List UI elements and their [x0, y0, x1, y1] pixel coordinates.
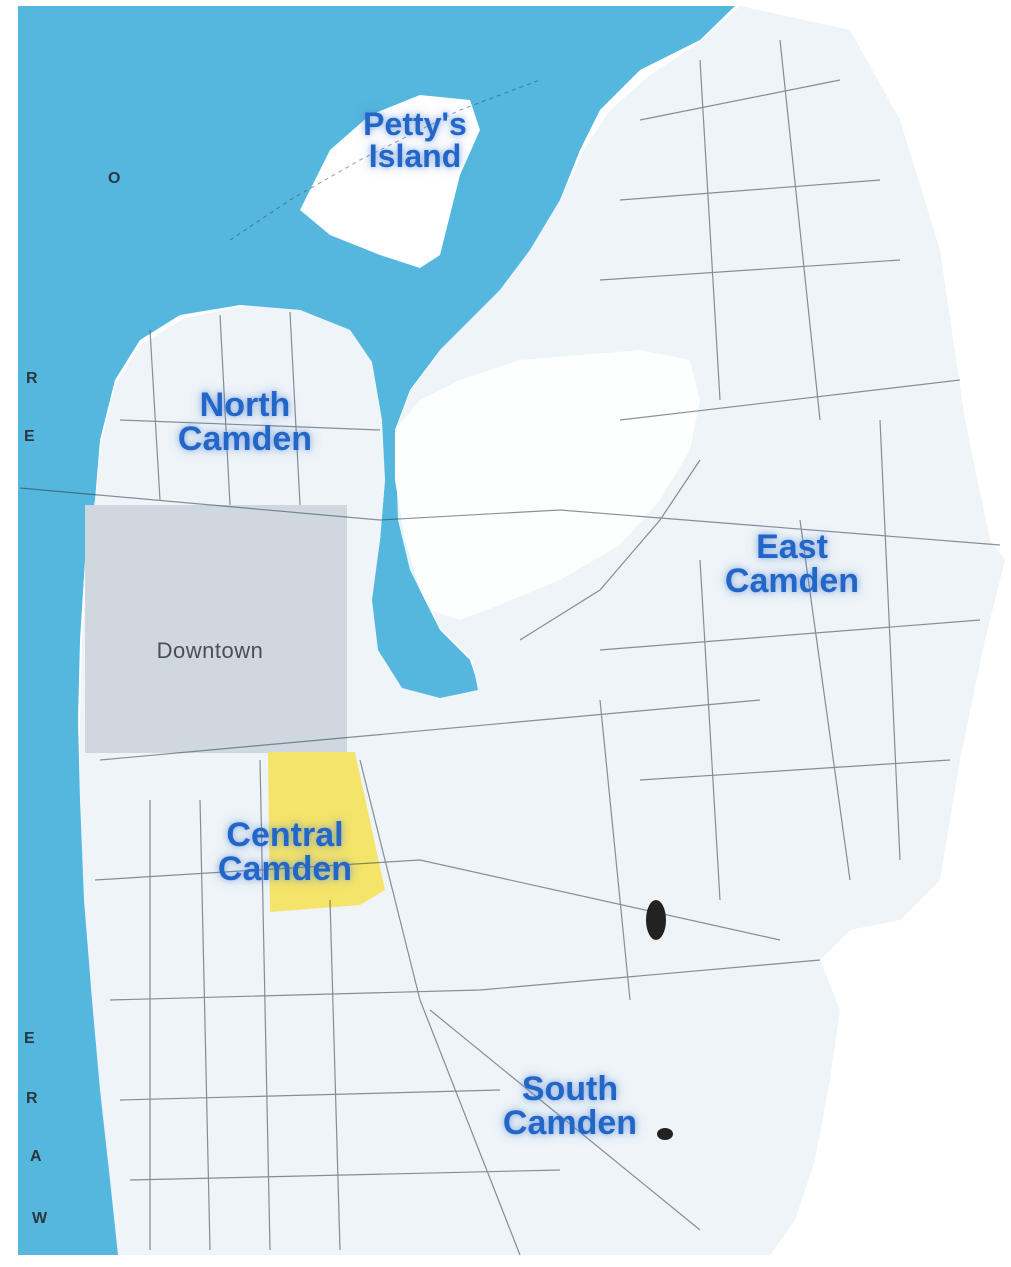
river-letter: W — [32, 1210, 48, 1227]
label-east-camden: East Camden — [724, 528, 860, 600]
river-letter: R — [26, 1090, 38, 1107]
shipping-channel — [229, 79, 541, 241]
land-mass — [80, 6, 1005, 1255]
river-letter: R — [26, 370, 38, 387]
river-letter: E — [24, 428, 35, 445]
river-letter: O — [108, 170, 121, 187]
label-pettys-island: Petty's Island — [363, 106, 467, 174]
label-downtown: Downtown — [156, 638, 264, 663]
street-grid — [19, 39, 1001, 1256]
cooper-river — [395, 350, 700, 620]
downtown-area — [85, 505, 347, 753]
river-water — [18, 6, 735, 1255]
river-letter: A — [30, 1148, 42, 1165]
pond — [646, 900, 666, 940]
pond — [657, 1128, 673, 1140]
label-central-camden: Central Camden — [217, 816, 353, 888]
river-letter: E — [24, 1030, 35, 1047]
label-south-camden: South Camden — [502, 1070, 638, 1142]
pettys-island-land — [300, 95, 480, 268]
label-north-camden: North Camden — [177, 386, 313, 458]
central-camden-highlight — [268, 752, 385, 912]
